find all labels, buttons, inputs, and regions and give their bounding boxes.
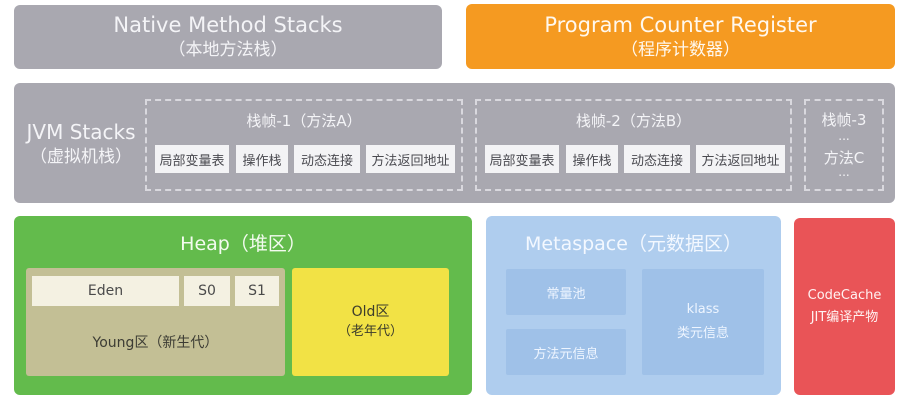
stack-frame-3: 栈帧-3 ... 方法C ... [804, 99, 884, 191]
klass-label: klass [686, 302, 720, 317]
frame-2-operand-stack: 操作栈 [566, 145, 618, 173]
stack-frame-1: 栈帧-1（方法A） 局部变量表 操作栈 动态连接 方法返回地址 [145, 99, 463, 191]
code-cache-box: CodeCache JIT编译产物 [794, 218, 895, 395]
native-method-stacks-subtitle: （本地方法栈） [168, 40, 288, 60]
old-generation: Old区 （老年代） [292, 268, 449, 376]
frame-1-operand-stack: 操作栈 [236, 145, 288, 173]
klass-metadata: klass 类元信息 [642, 269, 764, 375]
frame-2-return-address: 方法返回地址 [696, 145, 785, 173]
metaspace-title: Metaspace（元数据区） [525, 233, 742, 255]
metaspace-box: Metaspace（元数据区） 常量池 方法元信息 klass 类元信息 [486, 216, 781, 395]
jvm-stacks-subtitle: （虚拟机栈） [30, 147, 132, 167]
stack-frame-2-title: 栈帧-2（方法B） [575, 112, 692, 130]
jvm-stacks-title: JVM Stacks [26, 120, 136, 144]
old-generation-label: Old区 [351, 304, 390, 320]
frame-1-return-address: 方法返回地址 [366, 145, 455, 173]
old-generation-sublabel: （老年代） [337, 324, 403, 339]
method-metadata: 方法元信息 [506, 329, 626, 375]
constant-pool: 常量池 [506, 269, 626, 315]
young-generation-label: Young区（新生代） [92, 335, 219, 351]
stack-frame-3-ellipsis-top: ... [838, 129, 850, 143]
frame-2-local-variables: 局部变量表 [485, 145, 559, 173]
heap-box: Heap（堆区） Eden S0 S1 Young区（新生代） Old区 （老年… [14, 216, 472, 395]
stack-frame-3-ellipsis-bottom: ... [838, 165, 850, 179]
frame-1-local-variables: 局部变量表 [155, 145, 229, 173]
survivor-s0: S0 [184, 276, 230, 306]
program-counter-subtitle: （程序计数器） [621, 39, 740, 60]
method-metadata-label: 方法元信息 [533, 346, 599, 362]
jvm-stacks-label: JVM Stacks （虚拟机栈） [18, 119, 144, 169]
eden-space: Eden [32, 276, 179, 306]
program-counter-register-box: Program Counter Register （程序计数器） [466, 4, 895, 69]
constant-pool-label: 常量池 [546, 286, 586, 302]
heap-title: Heap（堆区） [180, 233, 306, 255]
young-generation: Eden S0 S1 Young区（新生代） [26, 268, 285, 376]
code-cache-title: CodeCache [807, 287, 882, 303]
program-counter-title: Program Counter Register [544, 12, 817, 37]
code-cache-subtitle: JIT编译产物 [810, 309, 879, 325]
frame-2-dynamic-linking: 动态连接 [624, 145, 690, 173]
stack-frame-1-title: 栈帧-1（方法A） [246, 112, 362, 130]
stack-frame-3-method: 方法C [823, 149, 865, 167]
survivor-s1: S1 [235, 276, 279, 306]
native-method-stacks-box: Native Method Stacks （本地方法栈） [14, 5, 442, 69]
class-metadata-label: 类元信息 [676, 326, 729, 341]
jvm-stacks-box: JVM Stacks （虚拟机栈） 栈帧-1（方法A） 局部变量表 操作栈 动态… [14, 83, 895, 203]
native-method-stacks-title: Native Method Stacks [113, 13, 343, 37]
frame-1-dynamic-linking: 动态连接 [294, 145, 360, 173]
stack-frame-3-title: 栈帧-3 [821, 111, 867, 129]
stack-frame-2: 栈帧-2（方法B） 局部变量表 操作栈 动态连接 方法返回地址 [475, 99, 792, 191]
